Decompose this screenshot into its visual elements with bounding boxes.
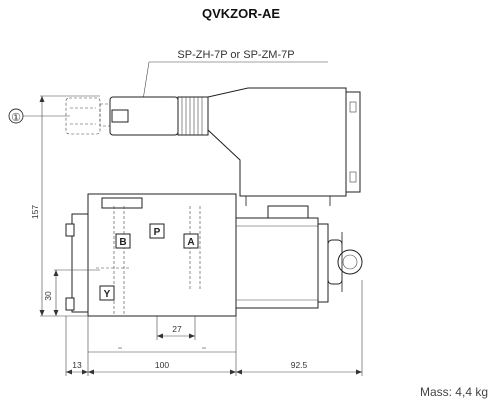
dimension-body-length-value: 100 — [155, 360, 169, 370]
port-a-label: A — [187, 237, 194, 248]
solenoid-housing — [207, 87, 361, 221]
mass-label: Mass: 4,4 kg — [420, 385, 488, 399]
dimension-port-spacing: 27 — [156, 316, 196, 340]
port-b-marker: B — [115, 233, 131, 249]
port-p-label: P — [154, 227, 161, 238]
drawing-title: QVKZOR-AE — [202, 6, 280, 21]
dimension-bottom-chain: 13 100 92.5 — [65, 280, 363, 376]
optional-plug-outline — [65, 97, 113, 135]
dimension-right-length-value: 92.5 — [291, 360, 308, 370]
port-p-marker: P — [149, 223, 165, 239]
dimension-height-y: 30 — [43, 269, 100, 316]
port-a-marker: A — [183, 233, 199, 249]
dimension-port-spacing-value: 27 — [172, 324, 182, 334]
connector-label: SP-ZH-7P or SP-ZM-7P — [177, 49, 294, 61]
port-y-marker: Y — [99, 285, 115, 301]
dimension-height-y-value: 30 — [43, 291, 53, 301]
callout-number: ① — [11, 112, 21, 124]
port-y-label: Y — [104, 289, 111, 300]
dimension-height-total-value: 157 — [30, 205, 40, 219]
dimension-left-offset-value: 13 — [72, 360, 82, 370]
connector-plug — [109, 96, 209, 136]
connector-leader — [142, 61, 150, 101]
port-b-label: B — [119, 237, 126, 248]
dimension-height-total: 157 — [30, 95, 100, 317]
centerline-marker — [88, 347, 236, 353]
